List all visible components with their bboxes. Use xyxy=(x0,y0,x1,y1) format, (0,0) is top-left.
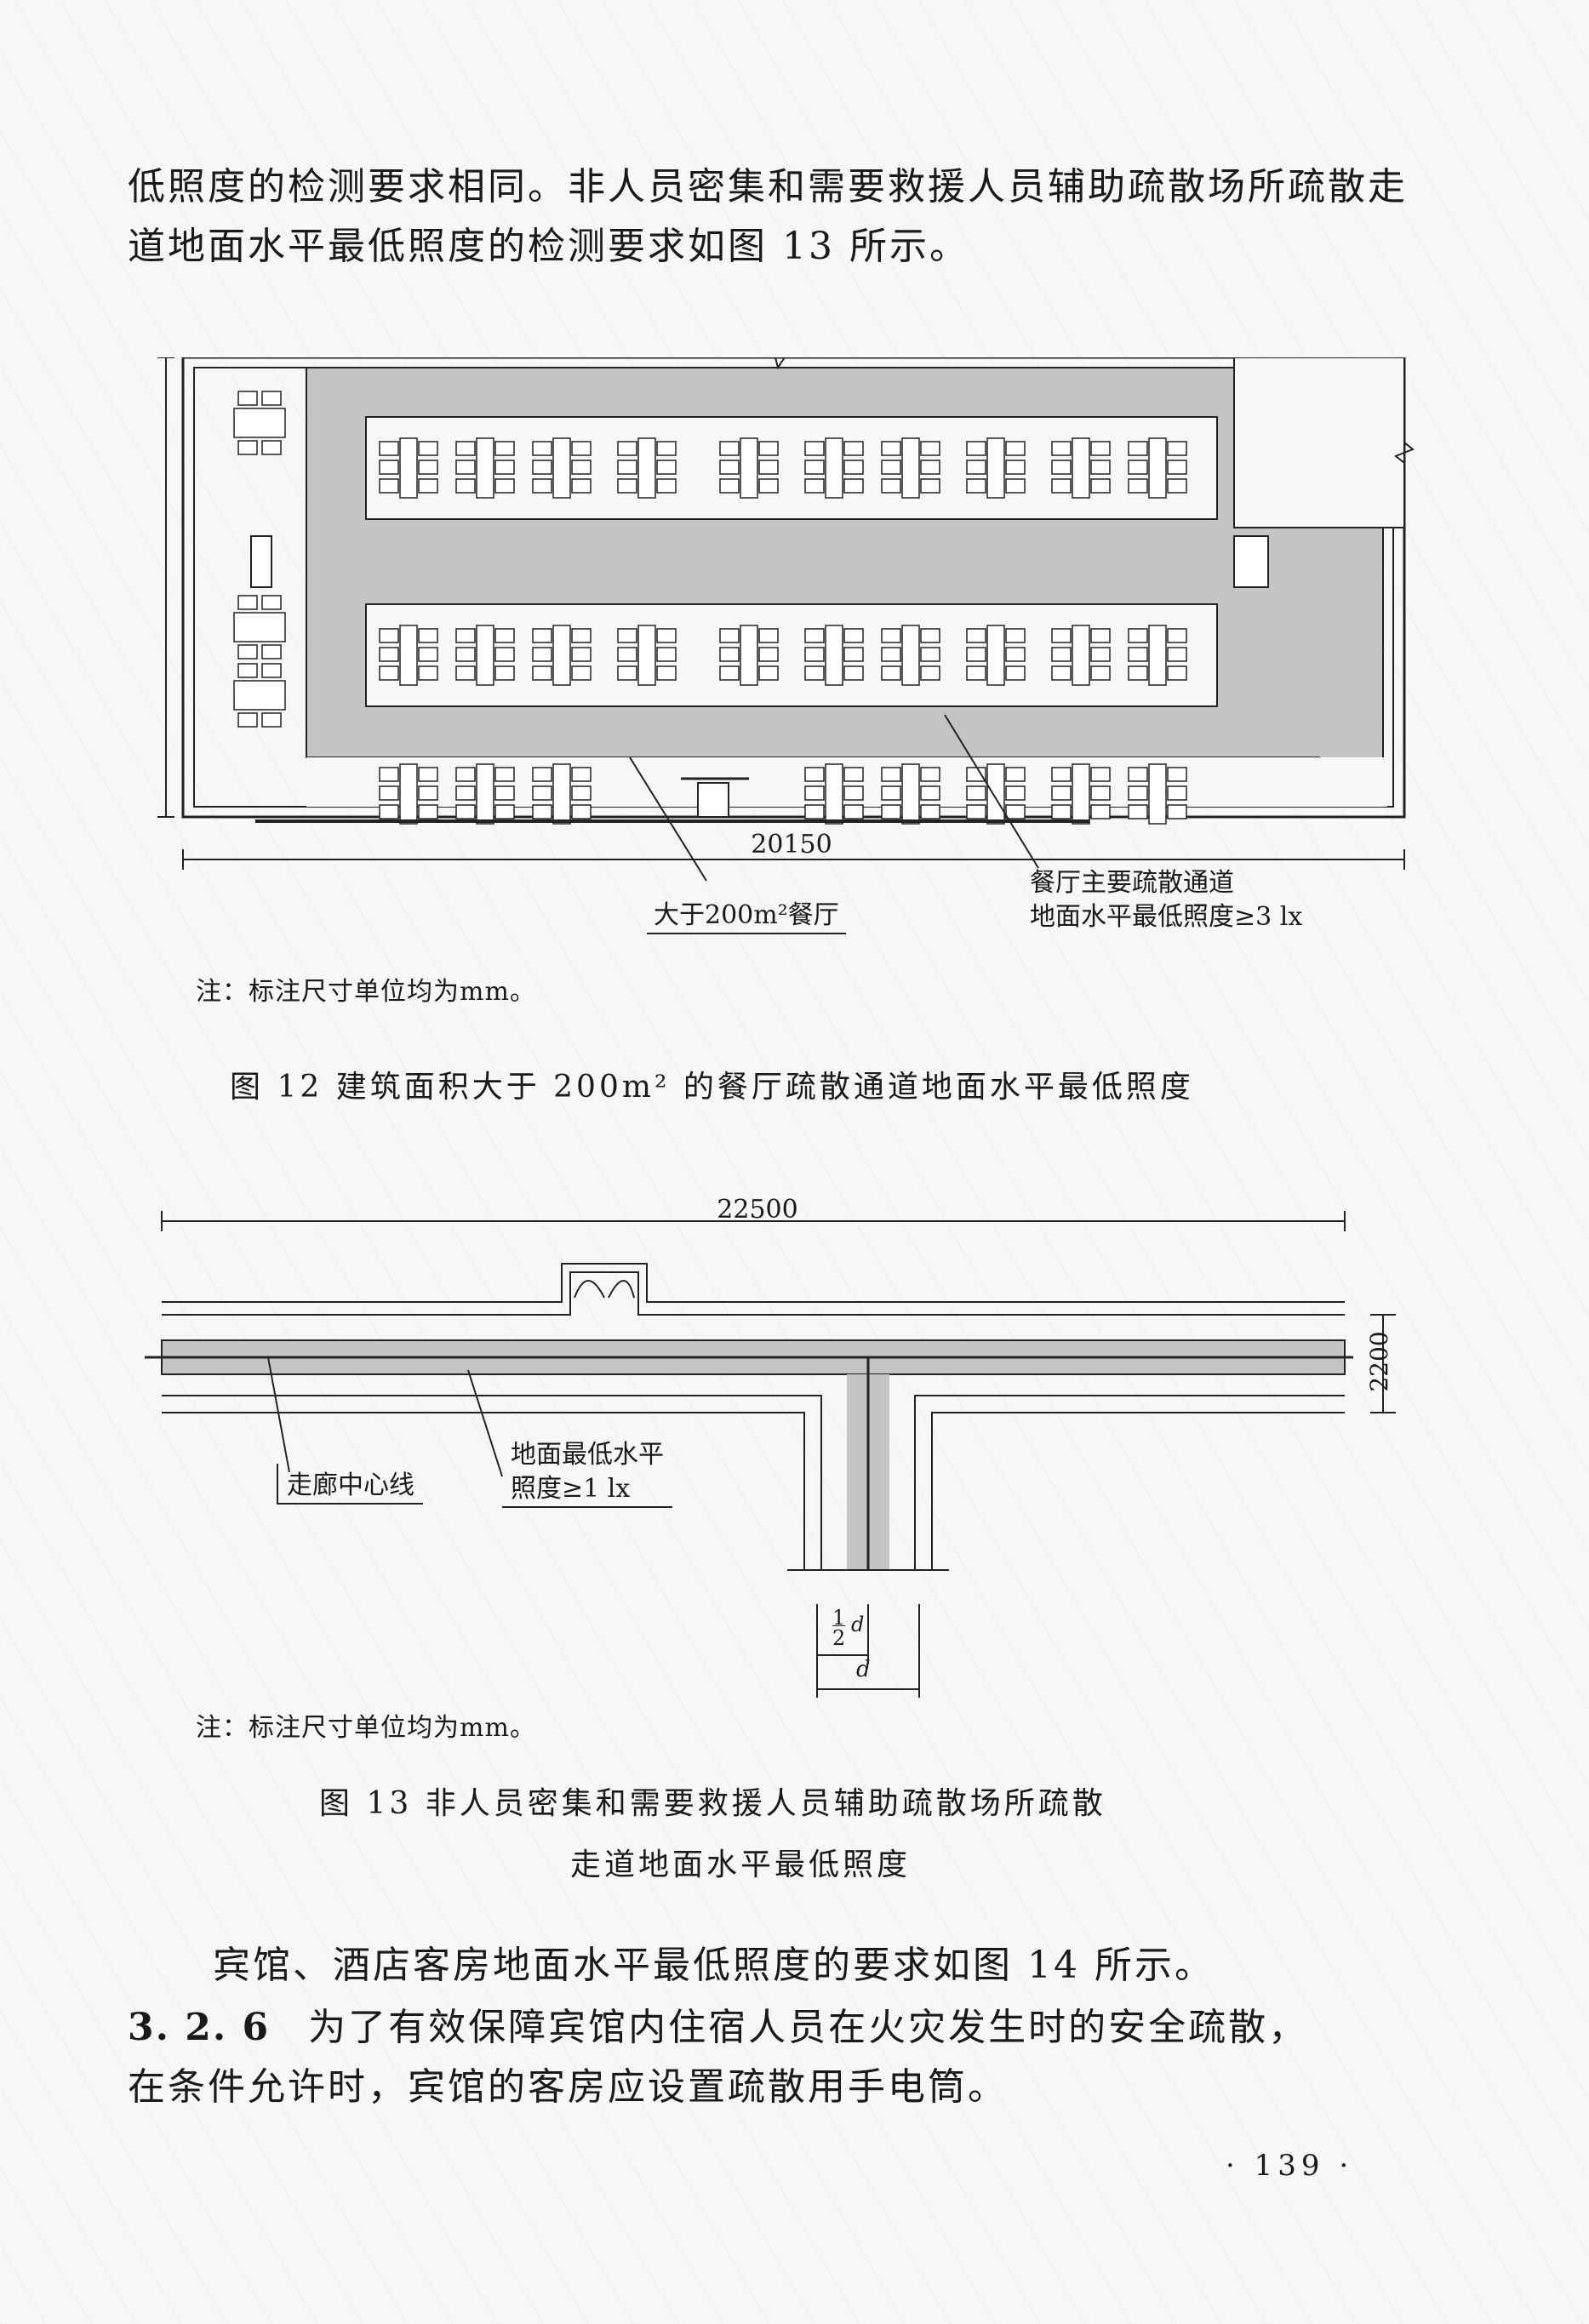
fig12-caption: 图 12 建筑面积大于 200m² 的餐厅疏散通道地面水平最低照度 xyxy=(230,1070,1194,1105)
table-set xyxy=(617,625,677,686)
table-set xyxy=(881,763,940,825)
table-set xyxy=(966,625,1026,686)
page-number: · 139 · xyxy=(1226,2149,1354,2183)
tables-row-3 xyxy=(379,763,1187,825)
fig13-note: 注：标注尺寸单位均为mm。 xyxy=(196,1713,536,1743)
restaurant-leader xyxy=(629,757,707,882)
table-set xyxy=(532,437,592,499)
table-set xyxy=(1128,625,1187,686)
table-set xyxy=(966,763,1026,825)
table-set xyxy=(455,437,515,499)
fig13-label-illum-line2: 照度≥1 lx xyxy=(511,1474,631,1504)
double-door xyxy=(574,1280,635,1299)
figure-12: 8610 20150 大于200m²餐厅 餐厅主要疏散通道 地面水平最低照度≥3… xyxy=(153,357,1447,934)
table-set xyxy=(804,437,864,499)
fig12-note: 注：标注尺寸单位均为mm。 xyxy=(196,977,536,1007)
centerline-leader xyxy=(267,1356,290,1473)
corridor-lower-wall-inner xyxy=(162,1395,1345,1570)
corridor-lower-wall-outer xyxy=(162,1412,1345,1570)
left-table-set xyxy=(233,595,286,660)
fig13-label-centerline: 走廊中心线 xyxy=(277,1464,423,1505)
left-table-set xyxy=(233,391,286,455)
figure-13-drawing: 22500 2200 xyxy=(145,1195,1396,1698)
intro-paragraph: 低照度的检测要求相同。非人员密集和需要救援人员辅助疏散场所疏散走道地面水平最低照… xyxy=(128,165,1408,268)
aisle-leader xyxy=(944,714,1039,869)
table-set xyxy=(804,625,864,686)
frac-var: d xyxy=(851,1613,865,1636)
illum-leader xyxy=(467,1369,503,1477)
fig13-caption-line1: 图 13 非人员密集和需要救援人员辅助疏散场所疏散 xyxy=(319,1786,1106,1821)
table-set xyxy=(379,437,438,499)
fig13-d-label: d xyxy=(856,1657,871,1682)
fig13-label-illum: 地面最低水平 照度≥1 lx xyxy=(502,1438,672,1508)
table-set xyxy=(719,437,779,499)
upper-right-room xyxy=(1233,357,1405,528)
table-set xyxy=(379,625,438,686)
table-set xyxy=(532,763,592,825)
tables-row-1 xyxy=(379,437,1187,499)
table-set xyxy=(881,625,940,686)
tables-row-2 xyxy=(379,625,1187,686)
table-set xyxy=(1051,763,1111,825)
table-set xyxy=(966,437,1026,499)
table-set xyxy=(455,625,515,686)
bottom-column xyxy=(697,782,729,818)
section-text-line1: 为了有效保障宾馆内住宿人员在火灾发生时的安全疏散， xyxy=(308,2006,1309,2049)
left-column xyxy=(250,535,272,588)
top-break-mark xyxy=(766,357,786,370)
table-set xyxy=(379,763,438,825)
restaurant-outer-wall xyxy=(181,357,1406,819)
fig12-label-aisle: 餐厅主要疏散通道 地面水平最低照度≥3 lx xyxy=(1030,866,1302,934)
fig13-width-dim: 22500 xyxy=(717,1195,797,1225)
fig13-label-illum-line1: 地面最低水平 xyxy=(511,1440,664,1470)
right-column xyxy=(1233,535,1269,588)
table-set xyxy=(1128,437,1187,499)
table-set xyxy=(532,625,592,686)
corridor-upper-wall-inner xyxy=(162,1271,1345,1316)
fig12-label-aisle-line2: 地面水平最低照度≥3 lx xyxy=(1030,902,1303,932)
section-3-2-6: 3. 2. 6 为了有效保障宾馆内住宿人员在火灾发生时的安全疏散， 在条件允许时… xyxy=(128,1998,1421,2117)
fig13-half-d-label: 1 2 d xyxy=(832,1606,864,1650)
fig12-label-restaurant: 大于200m²餐厅 xyxy=(647,894,846,934)
figure-12-drawing: 8610 20150 xyxy=(157,357,1415,882)
table-set xyxy=(455,763,515,825)
fig12-label-aisle-line1: 餐厅主要疏散通道 xyxy=(1030,868,1234,898)
frac-numerator: 1 xyxy=(832,1606,846,1630)
corridor-upper-wall-outer xyxy=(162,1263,1345,1303)
table-set xyxy=(1051,625,1111,686)
right-break-mark xyxy=(1394,442,1415,464)
hotel-paragraph: 宾馆、酒店客房地面水平最低照度的要求如图 14 所示。 xyxy=(213,1944,1215,1987)
fig12-width-dim: 20150 xyxy=(751,830,832,859)
fig13-height-dim: 2200 xyxy=(1365,1331,1393,1391)
table-set xyxy=(881,437,940,499)
table-set xyxy=(1051,437,1111,499)
frac-denominator: 2 xyxy=(832,1625,846,1650)
section-text-line2: 在条件允许时，宾馆的客房应设置疏散用手电筒。 xyxy=(128,2065,1008,2109)
figure-13: 22500 2200 走廊中心线 地面最低水平 照度≥1 lx xyxy=(145,1187,1438,1698)
tables-left-column xyxy=(233,391,286,728)
table-set xyxy=(617,437,677,499)
left-table-set xyxy=(233,663,286,728)
fig13-caption-line2: 走道地面水平最低照度 xyxy=(570,1847,912,1882)
table-set xyxy=(804,763,864,825)
section-number: 3. 2. 6 xyxy=(128,2006,271,2049)
table-set xyxy=(719,625,779,686)
table-set xyxy=(1128,763,1187,825)
